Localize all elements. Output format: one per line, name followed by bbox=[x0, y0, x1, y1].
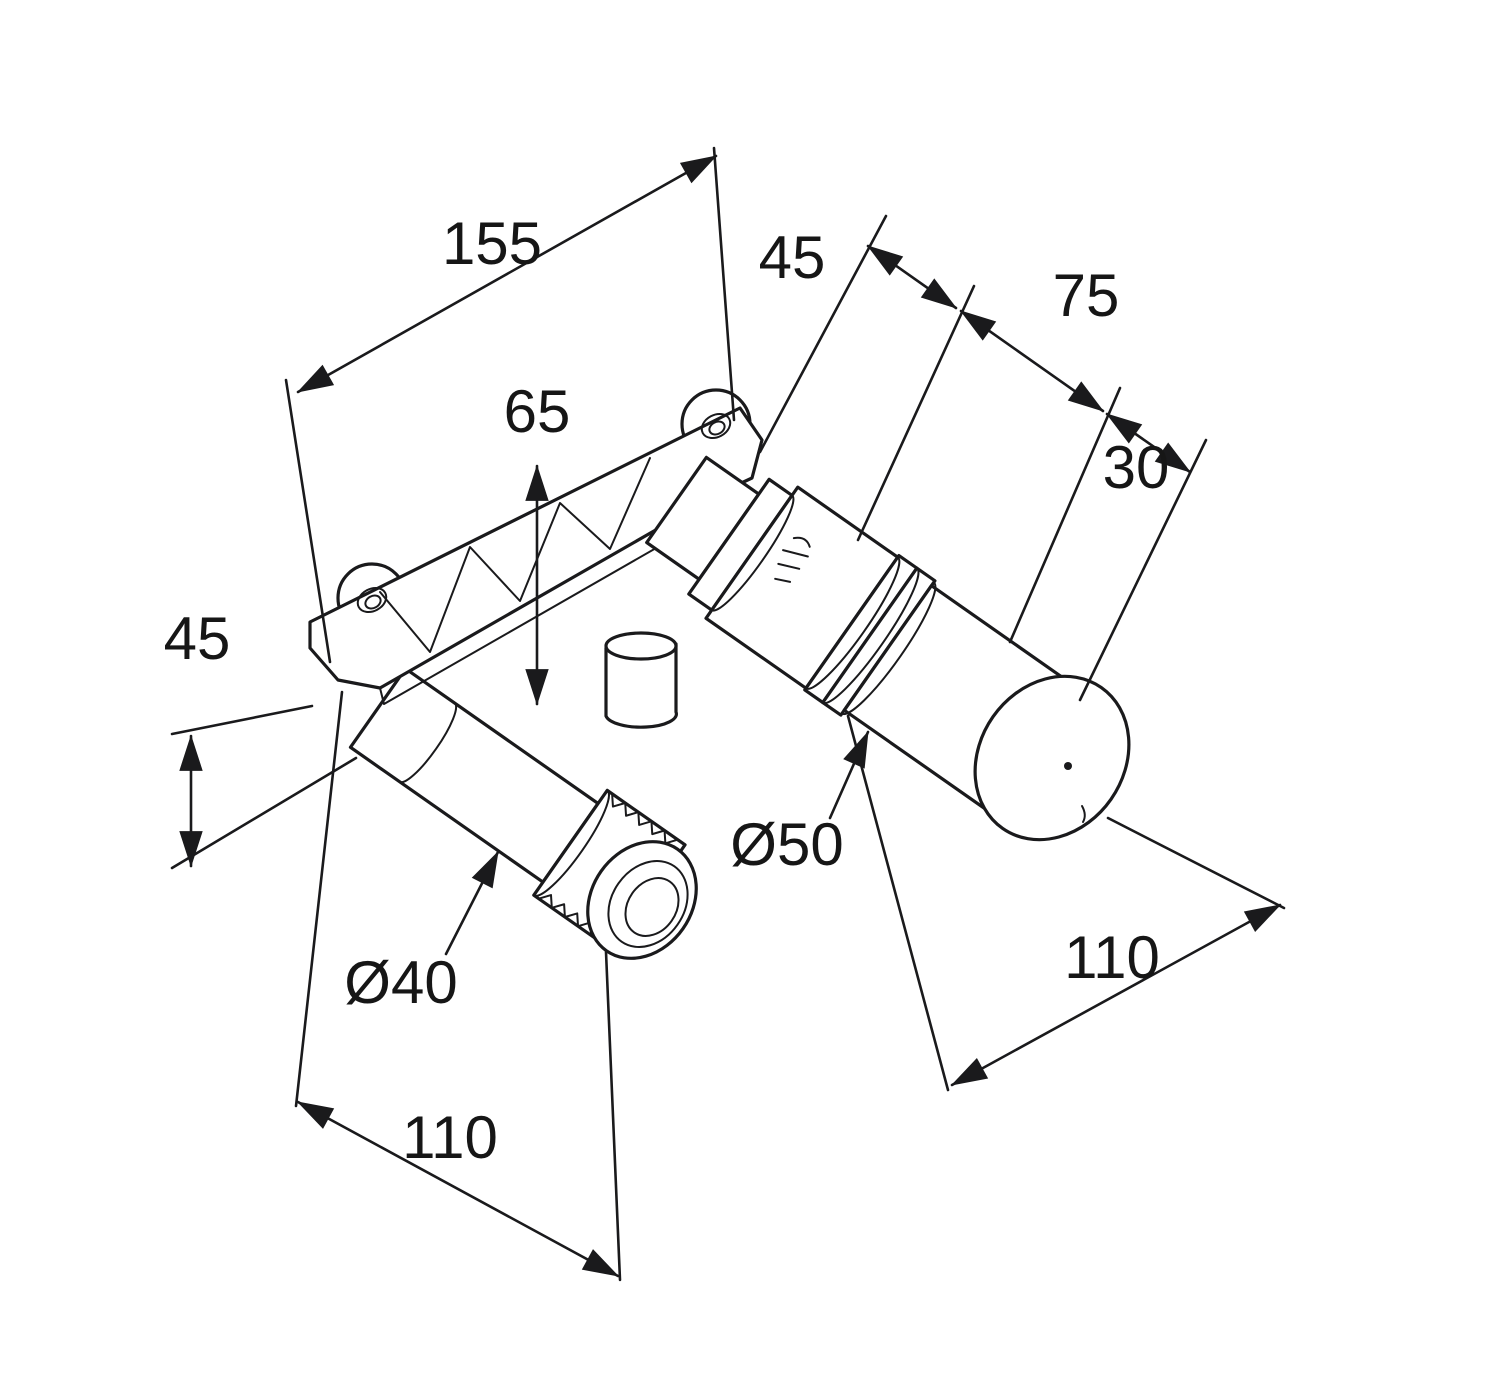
dim-label-dia40: Ø40 bbox=[344, 949, 457, 1016]
spout-bore bbox=[624, 877, 680, 937]
dim-30: 30 bbox=[1078, 412, 1208, 702]
elbow-top-rim bbox=[604, 631, 678, 661]
mixer-section-arcs bbox=[710, 494, 937, 715]
dia50-leader-line bbox=[828, 730, 870, 820]
dim-label-dia50: Ø50 bbox=[730, 811, 843, 878]
dim-110-right-line bbox=[950, 903, 1282, 1087]
bracket-stamped-pattern bbox=[379, 457, 651, 653]
dim-110-bottom: 110 bbox=[294, 690, 622, 1282]
dia40-leader-line bbox=[444, 850, 500, 956]
dim-110-right: 110 bbox=[846, 714, 1286, 1092]
dim-155: 155 bbox=[284, 146, 736, 664]
elbow-sides bbox=[604, 642, 678, 729]
dim-dia40: Ø40 bbox=[344, 850, 500, 1016]
engraved-markings bbox=[774, 536, 811, 583]
spout-body-tube bbox=[348, 667, 600, 884]
dim-label-45-depth: 45 bbox=[759, 224, 826, 291]
dim-label-110-right: 110 bbox=[1064, 924, 1160, 991]
elbow-connector bbox=[604, 631, 678, 729]
right-screw-hole-inner bbox=[708, 420, 726, 436]
mixer-face-dot bbox=[1064, 762, 1072, 770]
dim-45-height: 45 bbox=[164, 605, 358, 870]
left-screw-hole-inner bbox=[364, 594, 382, 610]
dim-label-155: 155 bbox=[442, 210, 542, 277]
dim-45-depth-line bbox=[866, 244, 958, 310]
dim-label-30: 30 bbox=[1103, 434, 1170, 501]
dim-30-extension-lines bbox=[1078, 438, 1208, 702]
mixer-end-cap bbox=[973, 674, 1131, 842]
dim-45-height-extension-lines bbox=[170, 704, 358, 870]
right-screw-hole bbox=[700, 413, 732, 439]
dim-label-45-height: 45 bbox=[164, 605, 231, 672]
dim-label-65: 65 bbox=[504, 378, 571, 445]
dim-30-line bbox=[1105, 412, 1192, 474]
dim-155-line bbox=[296, 154, 718, 394]
dim-110-right-extension-lines bbox=[846, 714, 1286, 1092]
dim-45-depth-extension-lines bbox=[758, 214, 976, 542]
dim-45-depth: 45 bbox=[758, 214, 976, 542]
dim-label-110-bottom: 110 bbox=[402, 1104, 498, 1171]
mixer-end-face bbox=[973, 674, 1131, 842]
dim-75-extension-lines bbox=[1008, 386, 1122, 644]
dim-110-bottom-line bbox=[296, 1100, 620, 1278]
dim-155-extension-lines bbox=[284, 146, 736, 664]
mixer-face-mark bbox=[1081, 805, 1086, 823]
spout-bore-ring bbox=[607, 860, 689, 948]
dim-dia50: Ø50 bbox=[730, 730, 870, 878]
dim-65: 65 bbox=[504, 378, 571, 706]
dim-75-line bbox=[959, 309, 1105, 413]
dim-75: 75 bbox=[959, 262, 1122, 644]
dim-label-75: 75 bbox=[1053, 262, 1120, 329]
left-screw-hole bbox=[356, 587, 388, 613]
